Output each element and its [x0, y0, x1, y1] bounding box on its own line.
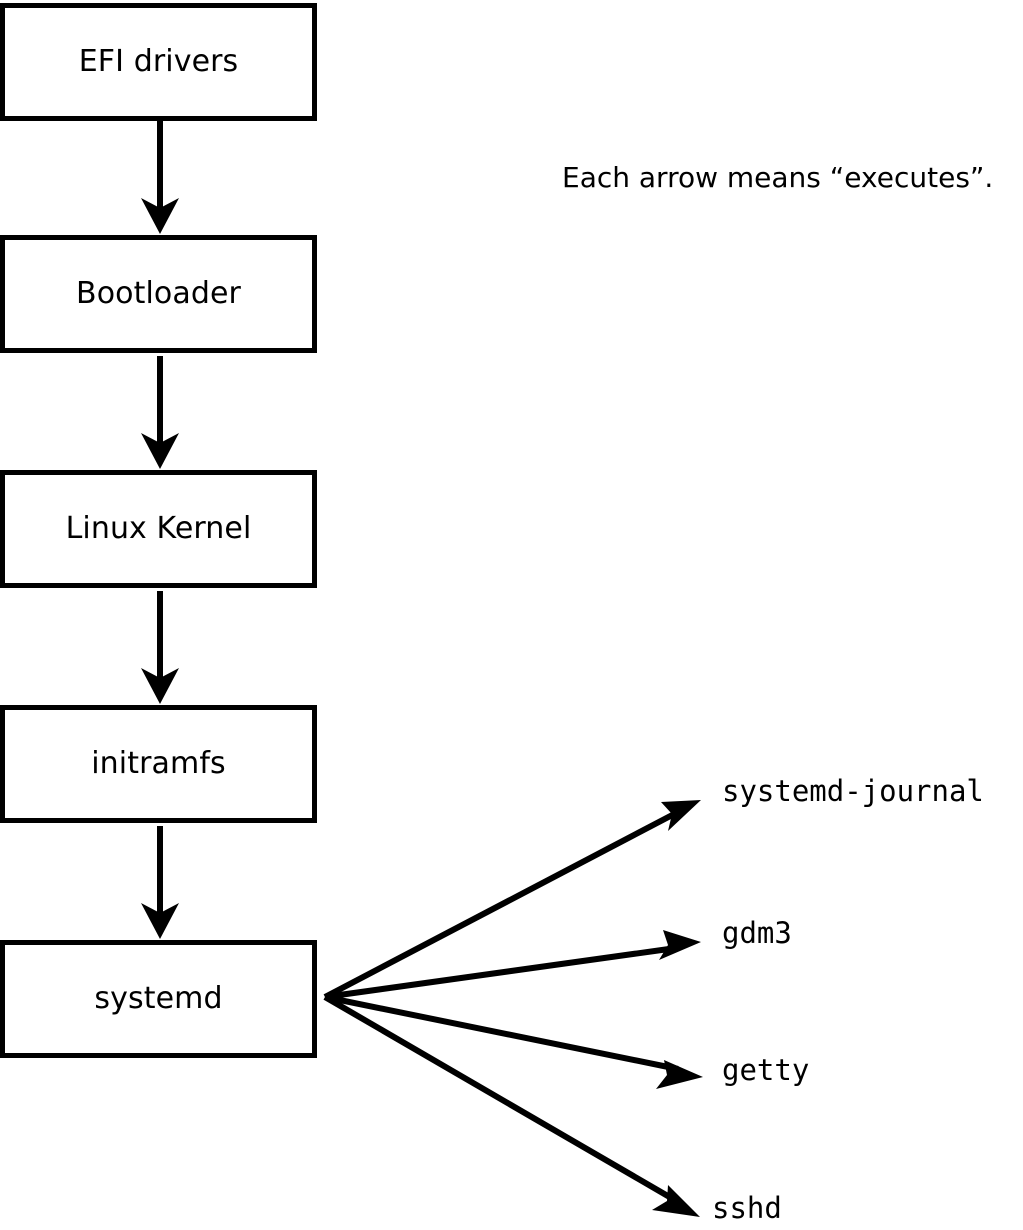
node-label-efi-drivers: EFI drivers [78, 44, 239, 79]
leaf-label-systemd-journal: systemd-journal [722, 774, 984, 808]
chain-arrow-efi-drivers-to-bootloader [141, 121, 179, 234]
legend-note: Each arrow means “executes”. [562, 161, 994, 194]
leaf-label-sshd: sshd [712, 1191, 782, 1225]
leaf-label-getty: getty [722, 1053, 810, 1087]
node-box-efi-drivers[interactable]: EFI drivers [0, 3, 317, 121]
chain-arrow-bootloader-to-linux-kernel [141, 356, 179, 469]
node-box-systemd[interactable]: systemd [0, 940, 317, 1058]
node-box-bootloader[interactable]: Bootloader [0, 235, 317, 353]
fanout-arrow-systemd-journal [323, 800, 701, 1000]
fanout-arrow-gdm3 [324, 930, 701, 1000]
chain-arrow-linux-kernel-to-initramfs [141, 591, 179, 704]
node-box-linux-kernel[interactable]: Linux Kernel [0, 470, 317, 588]
node-box-initramfs[interactable]: initramfs [0, 705, 317, 823]
node-label-initramfs: initramfs [91, 746, 226, 781]
node-label-bootloader: Bootloader [76, 276, 241, 311]
node-label-linux-kernel: Linux Kernel [65, 511, 252, 546]
leaf-label-gdm3: gdm3 [722, 916, 792, 950]
fanout-arrow-getty [324, 994, 703, 1089]
fanout-arrow-sshd [323, 994, 700, 1217]
node-label-systemd: systemd [94, 981, 223, 1016]
chain-arrow-initramfs-to-systemd [141, 826, 179, 939]
